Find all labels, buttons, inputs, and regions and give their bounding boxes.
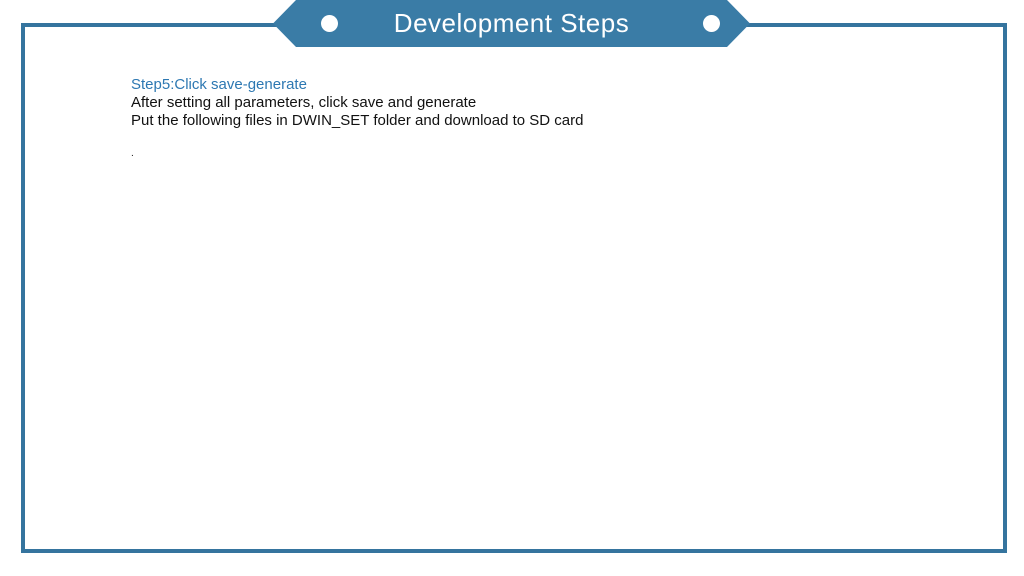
footnote-period: . — [131, 148, 134, 159]
title-banner: Development Steps — [273, 0, 750, 47]
banner-dot-left-icon — [321, 15, 338, 32]
slide-title: Development Steps — [393, 8, 630, 38]
body-line: After setting all parameters, click save… — [131, 94, 477, 111]
slide-body-text: Step5:Click save-generate After setting … — [131, 76, 583, 130]
banner-dot-right-icon — [703, 15, 720, 32]
step-heading: Step5:Click save-generate — [131, 76, 307, 93]
body-line: Put the following files in DWIN_SET fold… — [131, 112, 584, 129]
